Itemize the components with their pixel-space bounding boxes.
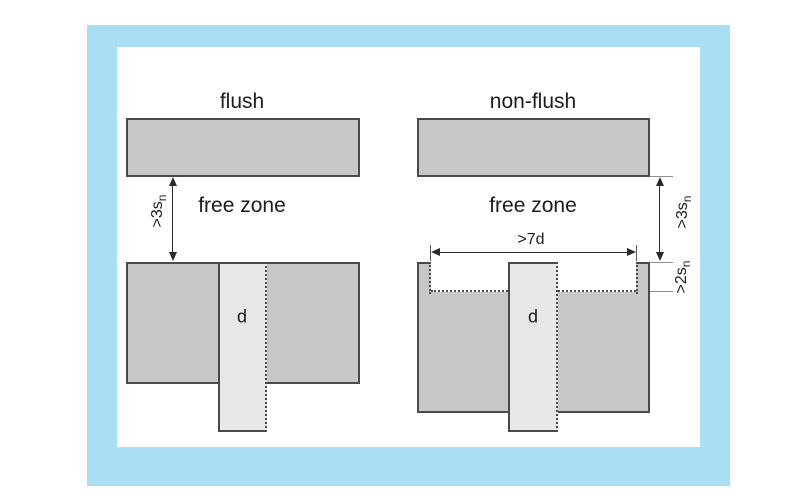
sensor-body-left	[218, 262, 267, 432]
recess-depth-label-2sn: >2sn	[673, 260, 694, 294]
distance-label-subscript: n	[155, 194, 170, 202]
non-flush-title: non-flush	[489, 90, 577, 113]
flush-title: flush	[219, 90, 265, 113]
dimension-line-3sn-right	[659, 185, 660, 253]
distance-label-3sn-left: >3sn	[149, 194, 170, 228]
arrowhead-down	[656, 252, 664, 261]
extension-line-top	[650, 176, 673, 177]
arrowhead-left	[431, 248, 440, 256]
blue-frame	[87, 25, 730, 486]
sensor-body-right	[508, 262, 558, 432]
recess-wall-left	[417, 262, 431, 294]
extension-line-wall-top	[650, 262, 673, 263]
diameter-label-left: d	[236, 306, 248, 327]
distance-label-text: >3s	[674, 202, 691, 229]
target-object-rect-right	[417, 118, 650, 177]
recess-width-label-7d: >7d	[517, 231, 545, 248]
arrowhead-up	[169, 177, 177, 186]
free-zone-label-left: free zone	[198, 194, 286, 217]
arrowhead-right	[627, 248, 636, 256]
distance-label-subscript: n	[680, 195, 695, 203]
witness-line-left	[430, 245, 431, 261]
dimension-line-3sn-left	[172, 185, 173, 253]
extension-line-recess-floor	[650, 291, 673, 292]
recess-depth-subscript: n	[679, 260, 694, 268]
arrowhead-up	[656, 177, 664, 186]
dimension-line-7d	[440, 252, 628, 253]
distance-label-3sn-right: >3sn	[674, 195, 695, 229]
recess-depth-text: >2s	[673, 267, 690, 294]
witness-line-right	[636, 245, 637, 261]
target-object-rect-left	[126, 118, 360, 177]
diameter-label-right: d	[527, 306, 539, 327]
distance-label-text: >3s	[149, 201, 166, 228]
free-zone-label-right: free zone	[489, 194, 577, 217]
arrowhead-down	[169, 252, 177, 261]
recess-wall-right	[636, 262, 650, 294]
